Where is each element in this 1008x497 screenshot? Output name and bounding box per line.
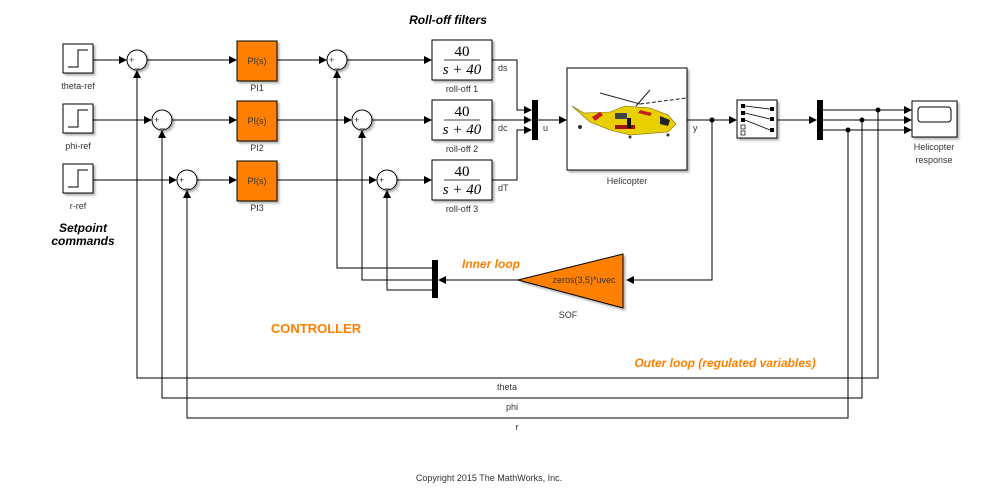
rolloff-filters-title: Roll-off filters bbox=[409, 13, 487, 27]
sum-phi-inner[interactable]: +_ bbox=[351, 109, 373, 131]
helicopter-icon bbox=[571, 89, 687, 139]
sum-r-outer[interactable]: +_ bbox=[176, 169, 198, 191]
pi-label: PI3 bbox=[250, 203, 264, 213]
step-r-ref[interactable]: r-ref bbox=[62, 163, 94, 211]
svg-text:_: _ bbox=[134, 59, 141, 69]
pi1-block[interactable]: PI(s) PI1 bbox=[236, 40, 278, 93]
numerator: 40 bbox=[455, 44, 470, 60]
rolloff-label: roll-off 1 bbox=[446, 84, 478, 94]
selector-icon bbox=[740, 104, 774, 136]
step-icon bbox=[68, 109, 88, 128]
phi-signal-label: phi bbox=[506, 402, 518, 412]
step-label: theta-ref bbox=[61, 81, 95, 91]
rolloff-label: roll-off 2 bbox=[446, 144, 478, 154]
signal-label: ds bbox=[498, 63, 508, 73]
inner-loop-label: Inner loop bbox=[462, 257, 520, 271]
rolloff-label: roll-off 3 bbox=[446, 204, 478, 214]
scope-label: Helicopter bbox=[914, 142, 955, 152]
sof-gain-block[interactable]: zeros(3,5)*uvec SOF bbox=[517, 253, 624, 320]
svg-text:_: _ bbox=[384, 179, 391, 189]
pi-label: PI2 bbox=[250, 143, 264, 153]
sum-blocks: +_ +_ +_ +_ +_ +_ bbox=[126, 49, 398, 191]
outer-loop-label: Outer loop (regulated variables) bbox=[634, 356, 815, 370]
mux2-block[interactable] bbox=[817, 100, 823, 140]
copyright: Copyright 2015 The MathWorks, Inc. bbox=[416, 473, 562, 483]
signal-label: dc bbox=[498, 123, 508, 133]
step-icon bbox=[68, 169, 88, 188]
y-signal-label: y bbox=[693, 123, 698, 133]
svg-text:+: + bbox=[154, 115, 159, 125]
denominator: s + 40 bbox=[443, 182, 482, 198]
pi-label: PI1 bbox=[250, 83, 264, 93]
theta-signal-label: theta bbox=[497, 382, 517, 392]
helicopter-label: Helicopter bbox=[607, 176, 648, 186]
numerator: 40 bbox=[455, 164, 470, 180]
step-label: r-ref bbox=[70, 201, 87, 211]
numerator: 40 bbox=[455, 104, 470, 120]
sum-theta-inner[interactable]: +_ bbox=[326, 49, 348, 71]
rolloff3-block[interactable]: 40 s + 40 roll-off 3 dT bbox=[431, 159, 509, 214]
mux-block[interactable] bbox=[532, 100, 538, 140]
rolloff2-block[interactable]: 40 s + 40 roll-off 2 dc bbox=[431, 99, 508, 154]
selector-block[interactable] bbox=[736, 99, 778, 139]
svg-text:+: + bbox=[179, 175, 184, 185]
sum-theta-outer[interactable]: +_ bbox=[126, 49, 148, 71]
controller-label: CONTROLLER bbox=[271, 321, 362, 336]
pi2-block[interactable]: PI(s) PI2 bbox=[236, 100, 278, 153]
scope-label: response bbox=[915, 155, 952, 165]
svg-text:_: _ bbox=[184, 179, 191, 189]
svg-text:+: + bbox=[329, 55, 334, 65]
pi-text: PI(s) bbox=[248, 116, 267, 126]
svg-text:+: + bbox=[129, 55, 134, 65]
pi-text: PI(s) bbox=[248, 56, 267, 66]
step-label: phi-ref bbox=[65, 141, 91, 151]
u-signal-label: u bbox=[543, 123, 548, 133]
rolloff1-block[interactable]: 40 s + 40 roll-off 1 ds bbox=[431, 39, 508, 94]
svg-text:+: + bbox=[354, 115, 359, 125]
svg-text:_: _ bbox=[334, 59, 341, 69]
sof-label: SOF bbox=[559, 310, 578, 320]
step-theta-ref[interactable]: theta-ref bbox=[61, 43, 95, 91]
step-phi-ref[interactable]: phi-ref bbox=[62, 103, 94, 151]
setpoint-label: Setpoint bbox=[59, 221, 108, 235]
scope-block[interactable]: Helicopter response bbox=[911, 100, 958, 165]
denominator: s + 40 bbox=[443, 122, 482, 138]
sum-r-inner[interactable]: +_ bbox=[376, 169, 398, 191]
svg-text:+: + bbox=[379, 175, 384, 185]
r-signal-label: r bbox=[516, 422, 519, 432]
signal-lines bbox=[93, 56, 912, 419]
setpoint-label: commands bbox=[51, 234, 115, 248]
denominator: s + 40 bbox=[443, 62, 482, 78]
signal-label: dT bbox=[498, 183, 509, 193]
pi-text: PI(s) bbox=[248, 176, 267, 186]
scope-icon bbox=[917, 106, 952, 123]
svg-text:_: _ bbox=[159, 119, 166, 129]
step-icon bbox=[68, 49, 88, 68]
pi3-block[interactable]: PI(s) PI3 bbox=[236, 160, 278, 213]
sof-text: zeros(3,5)*uvec bbox=[552, 275, 616, 285]
svg-text:_: _ bbox=[359, 119, 366, 129]
demux-block[interactable] bbox=[432, 260, 438, 298]
sum-phi-outer[interactable]: +_ bbox=[151, 109, 173, 131]
helicopter-block[interactable]: Helicopter bbox=[566, 67, 688, 186]
